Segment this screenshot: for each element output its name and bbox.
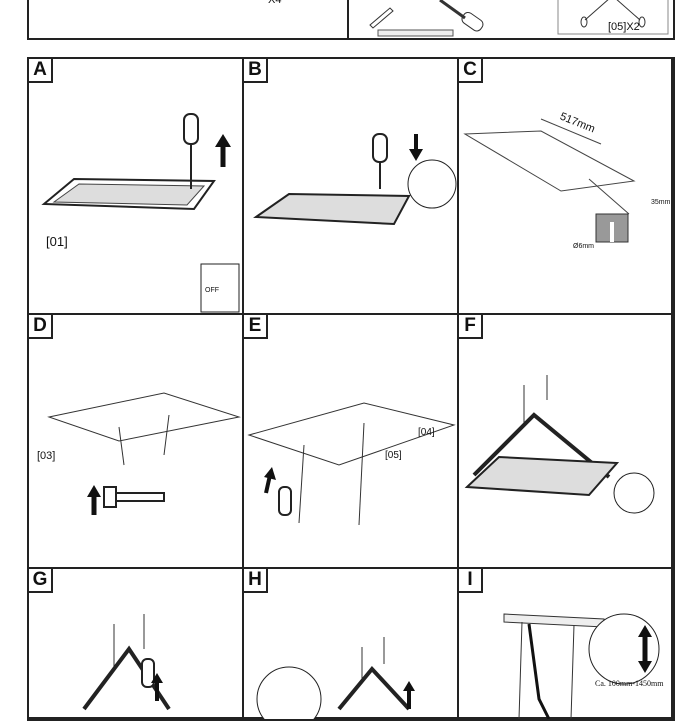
step-letter: D: [29, 315, 53, 339]
screwdriver-icon: [372, 133, 388, 189]
warning-off-label: OFF: [205, 287, 219, 294]
part-label: [01]: [46, 234, 68, 249]
step-letter: I: [459, 569, 483, 593]
parts-box: [27, 0, 675, 40]
step-i-illustration: [503, 613, 660, 719]
ruler-icon: [377, 29, 454, 37]
step-letter: H: [244, 569, 268, 593]
range-label: Ca. 100mm-1450mm: [595, 679, 664, 688]
power-off-warning-icon: [200, 263, 240, 313]
step-g: G: [29, 569, 244, 719]
step-f-illustration: [464, 375, 655, 514]
hammer-icon: [103, 486, 165, 508]
step-b: B: [244, 59, 459, 315]
wire-box: [557, 0, 669, 35]
part-label: [03]: [37, 450, 56, 462]
step-b-illustration: [253, 133, 457, 226]
screwdriver-icon: [183, 113, 199, 189]
step-e-illustration: [247, 402, 456, 526]
step-letter: C: [459, 59, 483, 83]
step-d-illustration: [47, 392, 241, 515]
step-i: I Ca. 100mm-1450mm: [459, 569, 673, 719]
tools-illustration: [369, 0, 669, 37]
step-a-illustration: [41, 113, 240, 313]
step-e: E [04] [05]: [244, 315, 459, 569]
screwdriver-icon: [278, 486, 292, 516]
detail-circle: [613, 472, 655, 514]
detail-circle: [407, 159, 457, 209]
step-g-illustration: [82, 614, 171, 711]
arrow-up-icon: [215, 134, 231, 167]
step-letter: F: [459, 315, 483, 339]
step-letter: B: [244, 59, 268, 83]
step-letter: E: [244, 315, 268, 339]
part-label-1: [04]: [418, 427, 435, 438]
screwdriver-icon: [141, 658, 155, 688]
step-c-illustration: [463, 118, 636, 243]
step-h: H: [244, 569, 459, 719]
step-c: C 517mm 35mm Ø6mm: [459, 59, 673, 315]
step-h-illustration: [256, 637, 415, 719]
depth-label: 35mm: [651, 199, 671, 206]
part-label-2: [05]: [385, 450, 402, 461]
hole-label: Ø6mm: [573, 243, 594, 250]
arrow-up-icon: [87, 485, 101, 515]
arrow-up-icon: [264, 467, 276, 494]
step-d: D [03]: [29, 315, 244, 569]
detail-circle: [256, 666, 322, 719]
step-a: A [01] OFF: [29, 59, 244, 315]
detail-circle: [588, 613, 660, 685]
arrow-down-icon: [409, 134, 423, 161]
arrow-up-icon: [151, 673, 163, 701]
pencil-icon: [369, 7, 394, 29]
step-f: F: [459, 315, 673, 569]
wire-icon: [580, 0, 646, 28]
screwdriver-icon: [439, 0, 484, 32]
double-arrow-icon: [638, 625, 652, 673]
wire-count-label: [05]X2: [608, 21, 640, 33]
step-letter: G: [29, 569, 53, 593]
parts-count-label: X4: [268, 0, 282, 6]
step-letter: A: [29, 59, 53, 83]
steps-grid: A [01] OFF B C 517mm 35mm Ø6mm: [27, 57, 675, 721]
parts-divider: [347, 0, 349, 40]
